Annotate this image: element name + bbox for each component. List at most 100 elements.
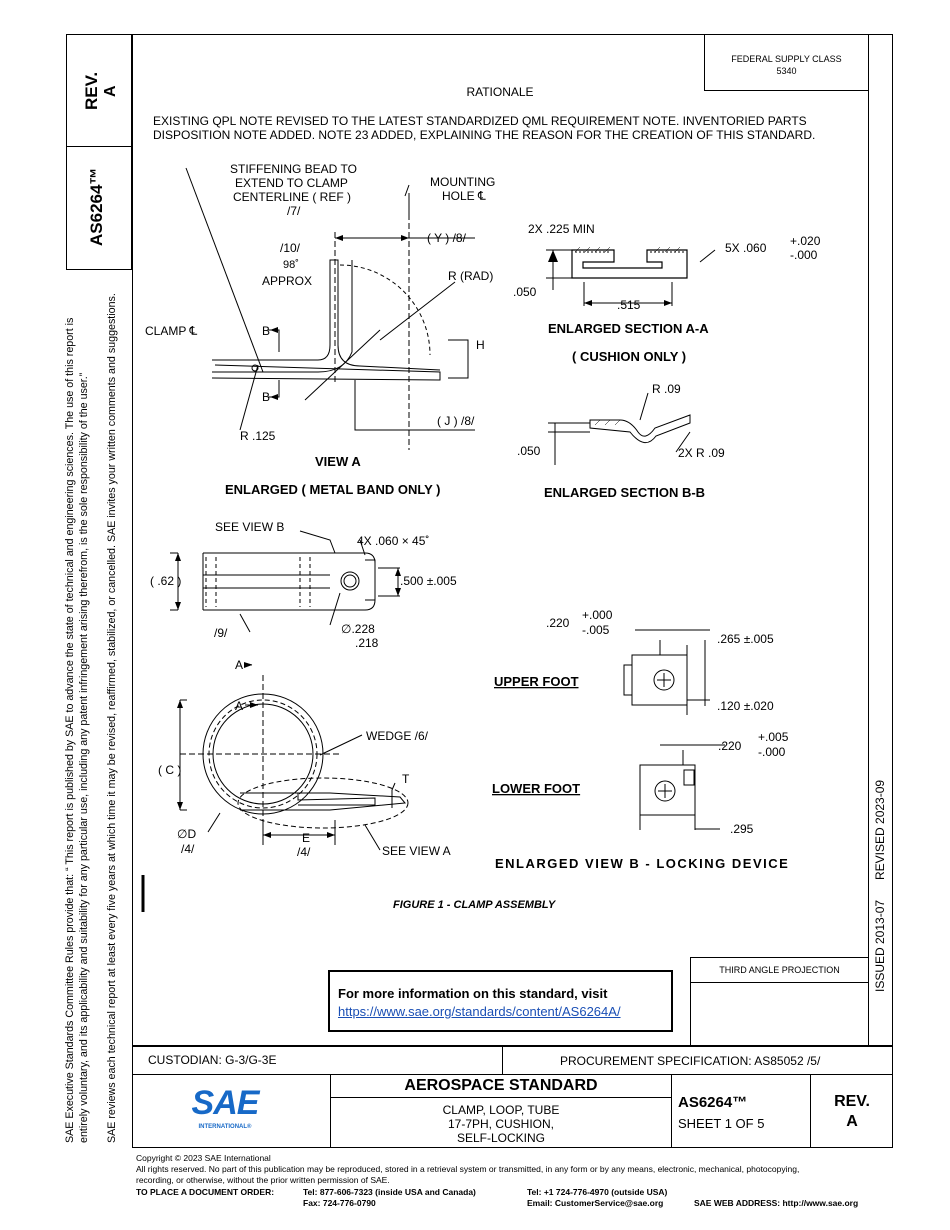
footer-order-label: TO PLACE A DOCUMENT ORDER: [136,1187,275,1197]
dim-500-text: .500 ±.005 [400,574,457,588]
note-9-text: /9/ [214,626,228,640]
doc-title-3: SELF-LOCKING [456,1131,546,1145]
c-dim-text: ( C ) [158,763,181,777]
enlarged-metal-title: ENLARGED ( METAL BAND ONLY ) [225,482,440,497]
b-bot-label: B [262,390,270,404]
standard-link[interactable]: https://www.sae.org/standards/content/AS… [338,1004,621,1019]
d-dim-text: ∅D [177,827,196,841]
r-rad-text: R (RAD) [448,269,493,283]
custodian-text: CUSTODIAN: G-3/G-3E [148,1053,277,1067]
federal-supply-value: 5340 [776,66,797,76]
main-frame [132,34,893,1046]
custodian-row-line [132,1074,893,1075]
stiffening-leader [185,167,264,373]
footer-fax: Fax: 724-776-0790 [303,1198,376,1208]
right-strip-divider [868,34,869,1046]
lf-295-text: .295 [730,822,754,836]
tol-minus-000: -.000 [790,248,818,262]
e-dim-text: E [302,831,310,845]
federal-supply-label: FEDERAL SUPPLY CLASS [731,54,842,64]
left-sidebar-box [66,34,132,270]
lf-220-text: .220 [718,739,742,753]
sae-logo: SAE [191,1084,260,1122]
title-rev-value: A [846,1113,858,1130]
bb-2xr-text: 2X R .09 [678,446,725,460]
view-a-title: VIEW A [315,454,361,469]
footer-rights-2: recording, or otherwise, without the pri… [136,1175,390,1185]
stiffening-text-2: EXTEND TO CLAMP [235,176,348,190]
b-top-label: B [262,324,270,338]
doc-title-2: 17-7PH, CUSHION, [447,1117,555,1131]
rev-split [810,1074,811,1148]
mounting-leader [404,184,410,214]
footer-tel-us: Tel: 877-606-7323 (inside USA and Canada… [303,1187,476,1197]
uf-tol2-text: -.005 [582,623,610,637]
footer-email: Email: CustomerService@sae.org [527,1198,664,1208]
a-top-label: A [235,658,243,672]
lf-tol2-text: -.000 [758,745,786,759]
uf-tol1-text: +.000 [582,608,613,622]
rationale-title: RATIONALE [466,85,534,99]
projection-label: THIRD ANGLE PROJECTION [719,965,840,975]
info-box [328,970,673,1032]
title-doc-number: AS6264™ [678,1094,748,1111]
section-515: .515 [617,298,641,312]
footer-copyright: Copyright © 2023 SAE International [136,1153,271,1163]
section-050: .050 [513,285,537,299]
bb-050-text: .050 [517,444,541,458]
footer-rights-1: All rights reserved. No part of this pub… [136,1164,800,1174]
wedge-text: WEDGE /6/ [366,729,429,743]
uf-265-text: .265 ±.005 [717,632,774,646]
t-label: T [402,772,410,786]
radius-leader [304,329,381,401]
stiffening-text-3: CENTERLINE ( REF ) [233,190,351,204]
tol-plus-020: +.020 [790,234,821,248]
dia-228-text: ∅.228 [341,622,375,636]
rationale-line2: DISPOSITION NOTE ADDED. NOTE 23 ADDED, E… [153,128,816,142]
procurement-text: PROCUREMENT SPECIFICATION: AS85052 /5/ [560,1054,821,1068]
e-note-text: /4/ [297,845,311,859]
j-dimension: ( J ) /8/ [437,414,475,428]
section-5x: 5X .060 [725,241,767,255]
aero-underline [331,1097,671,1098]
projection-box [690,957,869,1046]
figure-caption: FIGURE 1 - CLAMP ASSEMBLY [393,899,557,911]
d-note-text: /4/ [181,842,195,856]
y-dimension: ( Y ) /8/ [427,231,467,245]
lf-tol1-text: +.005 [758,730,789,744]
lower-foot-title: LOWER FOOT [492,781,580,796]
stiffening-text-1: STIFFENING BEAD TO [230,162,357,176]
section-225: 2X .225 MIN [528,222,595,236]
clamp-cl-text: CLAMP ℄ [145,324,197,338]
sae-logo-sub: INTERNATIONAL® [198,1124,252,1130]
h-label: H [476,338,485,352]
federal-supply-box [704,34,869,91]
see-view-b-text: SEE VIEW B [215,520,284,534]
title-split [671,1074,672,1148]
mounting-text-1: MOUNTING [430,175,495,189]
logo-split [330,1074,331,1148]
note-10: /10/ [280,241,301,255]
r09-text: R .09 [652,382,681,396]
sheet-number: SHEET 1 OF 5 [678,1116,765,1131]
dim-62-text: ( .62 ) [150,574,181,588]
uf-220-text: .220 [546,616,570,630]
footer-tel-out: Tel: +1 724-776-4970 (outside USA) [527,1187,668,1197]
upper-foot-title: UPPER FOOT [494,674,579,689]
view-b-title: ENLARGED VIEW B - LOCKING DEVICE [495,856,789,871]
angle-98: 98˚ [283,259,299,271]
projection-divider [690,982,869,983]
title-rev-label: REV. [834,1093,870,1110]
cushion-only-text: ( CUSHION ONLY ) [572,349,686,364]
rationale-line1: EXISTING QPL NOTE REVISED TO THE LATEST … [153,114,807,128]
rev-divider [66,146,132,147]
approx-text: APPROX [262,274,312,288]
uf-120-text: .120 ±.020 [717,699,774,713]
doc-title-1: CLAMP, LOOP, TUBE [442,1103,560,1117]
custodian-split [502,1046,503,1074]
mounting-text-2: HOLE ℄ [442,189,486,203]
a-bot-label: A [235,699,243,713]
r125-text: R .125 [240,429,276,443]
info-text: For more information on this standard, v… [338,986,608,1001]
aerospace-standard-title: AEROSPACE STANDARD [404,1077,598,1094]
